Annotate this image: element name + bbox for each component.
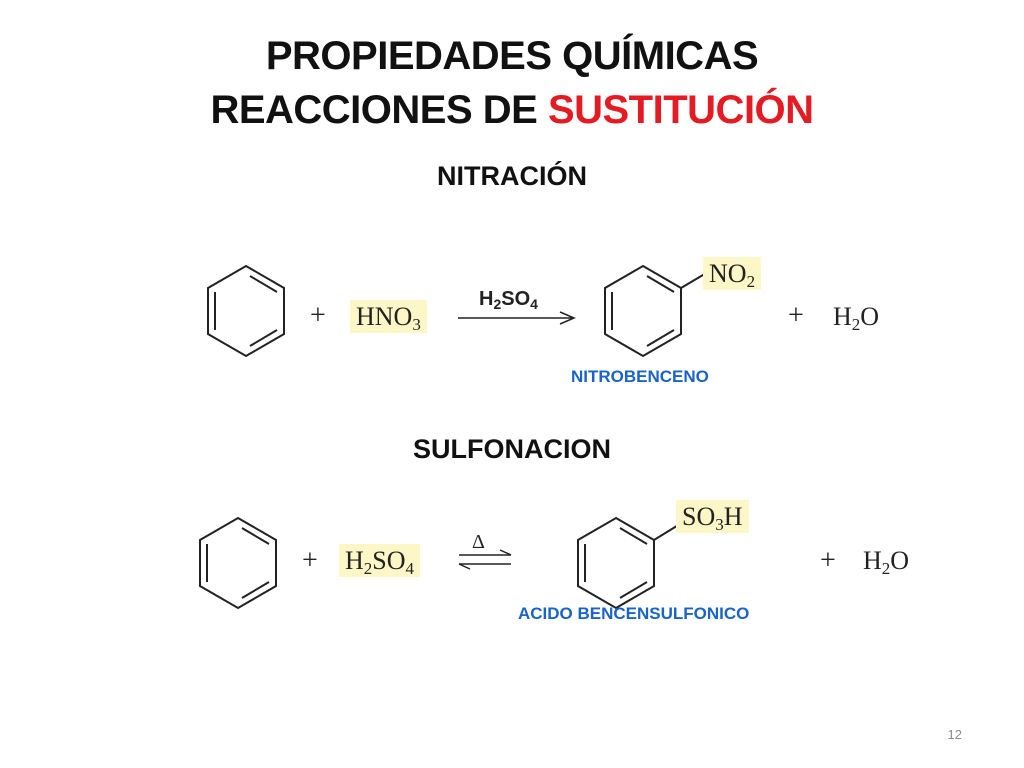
substituent-sub: 3: [715, 515, 724, 534]
nitration-heading: NITRACIÓN: [437, 161, 587, 191]
benzene-ring-reactant-nitration: [207, 264, 285, 358]
sulfonation-heading: SULFONACION: [413, 434, 611, 464]
substituent-base: NO: [709, 259, 747, 288]
byproduct-o: O: [860, 302, 880, 331]
reagent-h: H: [345, 546, 364, 575]
reagent-base: HNO: [356, 302, 413, 331]
plus-sign: +: [302, 545, 318, 576]
plus-sign: +: [820, 545, 836, 576]
catalyst-sub1: 2: [493, 296, 502, 312]
catalyst-h2so4: H2SO4: [479, 288, 538, 312]
slide-title-line2: REACCIONES DE SUSTITUCIÓN: [0, 86, 1024, 134]
byproduct-sub: 2: [881, 559, 891, 578]
byproduct-o: O: [890, 546, 910, 575]
page-number: 12: [947, 727, 962, 742]
plus-sign: +: [310, 300, 326, 331]
catalyst-h: H: [479, 288, 494, 310]
benzene-ring-reactant-sulfonation: [199, 516, 277, 610]
reagent-sub2: 4: [405, 559, 415, 578]
byproduct-sub: 2: [851, 315, 861, 334]
byproduct-h: H: [863, 546, 882, 575]
substituent-so: SO: [682, 502, 716, 531]
substituent-so3h: SO3H: [676, 500, 749, 540]
byproduct-water: H2O: [833, 302, 879, 340]
reagent-sub: 3: [412, 315, 421, 334]
substituent-sub: 2: [746, 272, 756, 291]
title-prefix: REACCIONES DE: [210, 88, 548, 132]
product-name-benzenesulfonic-acid: ACIDO BENCENSULFONICO: [518, 604, 750, 623]
reagent-sub1: 2: [363, 559, 373, 578]
benzene-ring-benzenesulfonic-acid: [577, 516, 681, 610]
heat-symbol: Δ: [472, 531, 485, 553]
substituent-h: H: [723, 502, 743, 531]
product-name-nitrobenzene: NITROBENCENO: [571, 367, 709, 386]
reaction-arrow-icon: [458, 311, 576, 325]
plus-sign: +: [788, 300, 804, 331]
reagent-h2so4: H2SO4: [339, 544, 421, 584]
title-highlight: SUSTITUCIÓN: [547, 88, 814, 132]
catalyst-so: SO: [501, 288, 531, 310]
catalyst-sub2: 4: [530, 296, 538, 312]
substituent-no2: NO2: [703, 257, 762, 297]
reagent-hno3: HNO3: [350, 300, 427, 340]
byproduct-water: H2O: [863, 546, 909, 584]
byproduct-h: H: [833, 302, 852, 331]
reagent-so: SO: [372, 546, 406, 575]
equilibrium-arrows-icon: [458, 549, 512, 570]
slide-title-line1: PROPIEDADES QUÍMICAS: [265, 34, 759, 78]
